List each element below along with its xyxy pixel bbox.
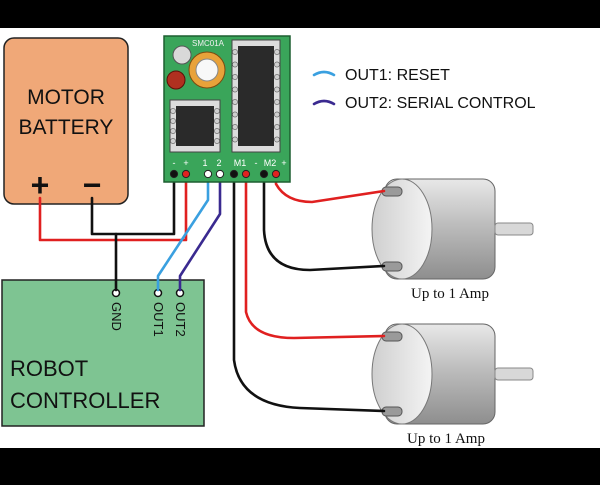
driver-chip-pin [232, 49, 238, 55]
module-pin-label-1: 1 [202, 158, 207, 168]
module-part-number: SMC01A [192, 39, 225, 48]
controller-pin-label-out2: OUT2 [173, 302, 188, 337]
module-pin-label-m2: M2 [264, 158, 277, 168]
module-pin-label-vplus: + [183, 158, 188, 168]
logic-chip-pin [214, 108, 220, 114]
legend-swatch-out1 [312, 70, 336, 77]
wire-motor2-positive [244, 170, 386, 340]
driver-chip-pin [232, 86, 238, 93]
module-pin-label-2: 2 [216, 158, 221, 168]
module-header-pin [215, 169, 225, 179]
wire-battery-positive [38, 170, 188, 242]
module-header-pin [181, 169, 191, 179]
logic-chip-pin [214, 118, 220, 124]
legend: OUT1: RESET OUT2: SERIAL CONTROL [312, 67, 536, 112]
driver-chip-pin [232, 124, 238, 130]
battery-body [3, 37, 129, 205]
logic-chip-pin [170, 128, 176, 134]
module-pin-label-m1: M1 [234, 158, 247, 168]
chip-pins [170, 49, 280, 144]
controller-title-line1: ROBOT [10, 356, 88, 381]
robot-controller: ROBOT CONTROLLER GND OUT1 OUT2 [1, 279, 205, 427]
motor-2: Up to 1 Amp [371, 323, 534, 447]
module-pin-label-m-minus: - [255, 158, 258, 168]
driver-chip-pin [274, 136, 280, 143]
module-logic-chip-body [176, 106, 214, 146]
controller-pin-label-gnd: GND [109, 302, 124, 331]
legend-label-out2: OUT2: SERIAL CONTROL [345, 95, 536, 112]
wires [38, 170, 386, 413]
driver-chip-pin [274, 49, 280, 55]
driver-chip-pin [274, 86, 280, 93]
logic-chip-pin [214, 138, 220, 144]
module-header-pin [203, 169, 213, 179]
controller-pin-label-out1: OUT1 [151, 302, 166, 337]
driver-chip-pin [274, 124, 280, 130]
wire-out1 [156, 170, 210, 292]
module-small-capacitor [172, 45, 192, 65]
controller-body [1, 279, 205, 427]
controller-title-line2: CONTROLLER [10, 388, 160, 413]
motor-1-shaft [494, 222, 534, 236]
module-driver-chip-body [238, 46, 274, 146]
module-header-pin [169, 169, 179, 179]
wire-motor1-negative [262, 170, 386, 272]
module-header-pins [169, 169, 281, 179]
legend-label-out1: OUT1: RESET [345, 67, 450, 84]
motor-2-caption: Up to 1 Amp [407, 431, 485, 447]
driver-chip-pin [232, 111, 238, 118]
battery-plus-terminal: + [31, 167, 50, 203]
legend-swatch-out2 [312, 99, 336, 106]
module-header-pin [229, 169, 239, 179]
wire-out2 [178, 170, 222, 292]
driver-chip-pin [274, 99, 280, 105]
wire-motor2-negative [232, 170, 386, 413]
battery-title-line2: BATTERY [19, 116, 114, 139]
motor-2-shaft [494, 367, 534, 381]
module-header-pin [271, 169, 281, 179]
logic-chip-pin [214, 128, 220, 134]
battery-title-line1: MOTOR [27, 86, 105, 109]
driver-chip-pin [274, 61, 280, 68]
motor-1-end-cap [371, 178, 433, 280]
module-capacitor-top [195, 58, 219, 82]
motor-1: Up to 1 Amp [371, 178, 534, 302]
motor-2-end-cap [371, 323, 433, 425]
wire-motor1-positive [274, 170, 386, 204]
module-header-pin [241, 169, 251, 179]
driver-chip-pin [232, 99, 238, 105]
driver-chip-pin [232, 61, 238, 68]
module-led [166, 70, 186, 90]
driver-chip-pin [232, 136, 238, 143]
logic-chip-pin [170, 108, 176, 114]
module-pin-label-m-plus: + [281, 158, 286, 168]
driver-chip-pin [232, 74, 238, 80]
wire-battery-negative [90, 170, 176, 236]
driver-chip-pin [274, 74, 280, 80]
driver-chip-pin [274, 111, 280, 118]
logic-chip-pin [170, 138, 176, 144]
module-header-pin [259, 169, 269, 179]
logic-chip-pin [170, 118, 176, 124]
module-pin-label-gnd: - [173, 158, 176, 168]
battery-minus-terminal: − [83, 167, 102, 203]
smc01a-module: SMC01A - + 1 2 M1 - M2 + [163, 35, 291, 183]
motor-1-caption: Up to 1 Amp [411, 286, 489, 302]
motor-battery: MOTOR BATTERY + − [3, 37, 129, 205]
